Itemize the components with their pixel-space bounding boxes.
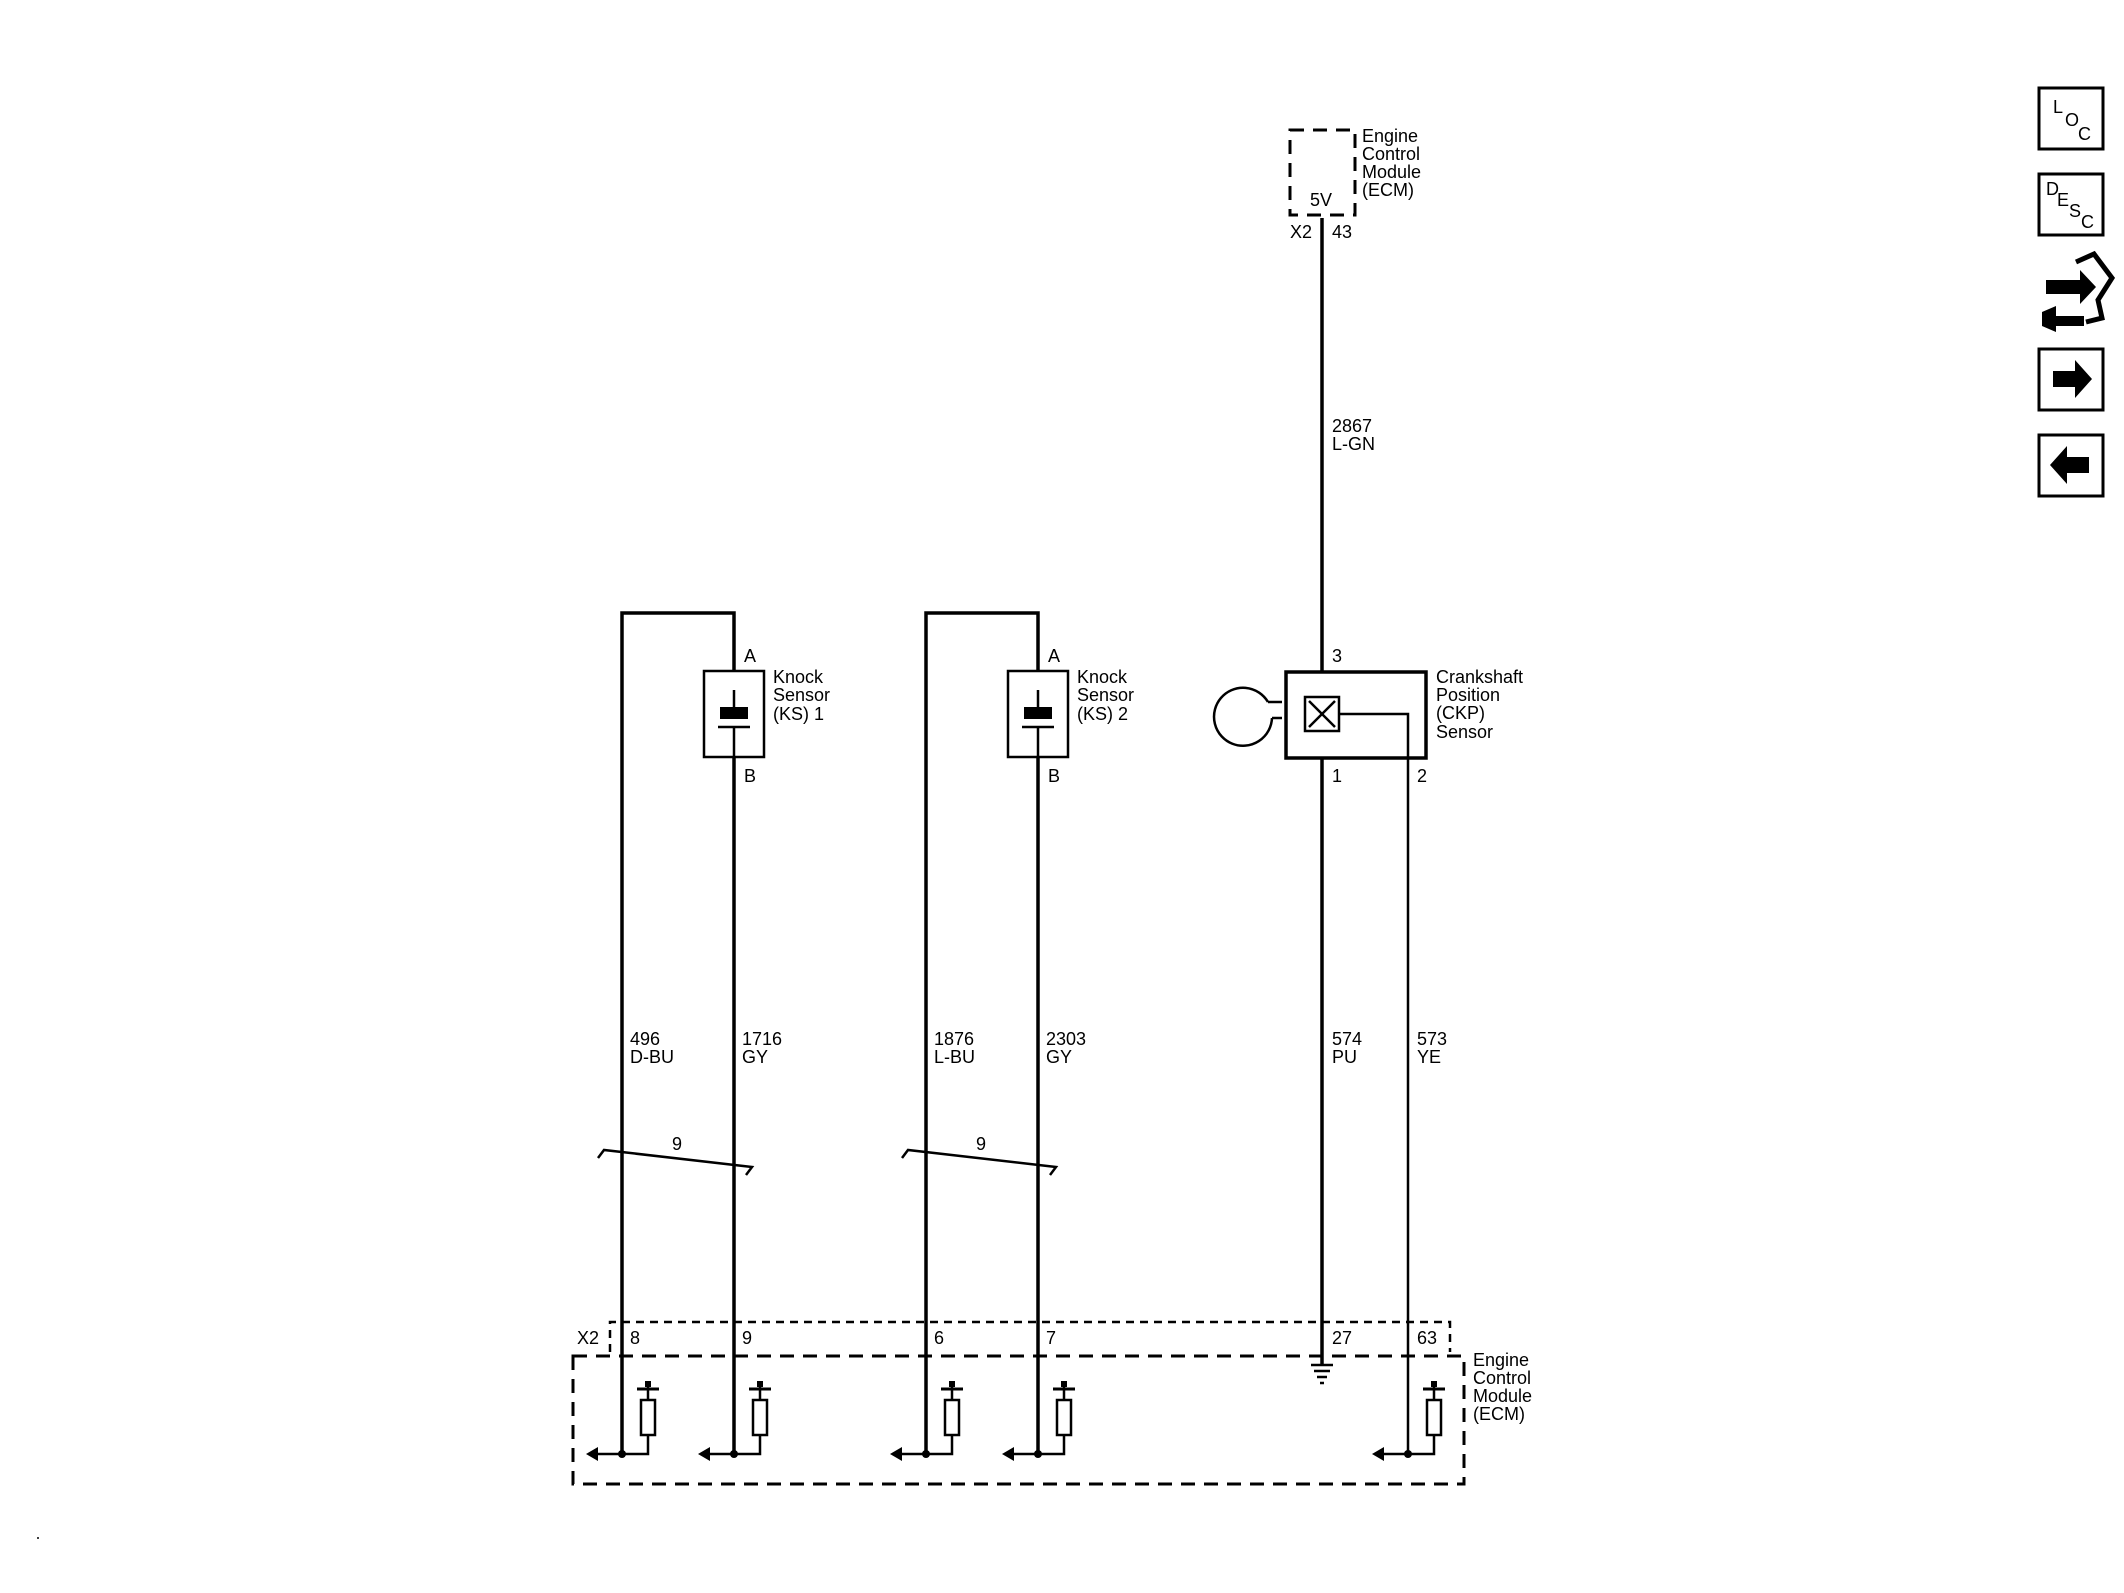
ecm-pin-63: 63	[1417, 1328, 1437, 1348]
loc-letter-o: O	[2065, 110, 2079, 130]
ckp-pin-1: 1	[1332, 766, 1342, 786]
wire-574-color: PU	[1332, 1047, 1357, 1067]
desc-letter-e: E	[2057, 190, 2069, 210]
knock-sensor-2-pin-a: A	[1048, 646, 1060, 666]
desc-letter-s: S	[2069, 201, 2081, 221]
ecm-input-circuit	[890, 1381, 963, 1461]
ecm-top-module: Engine Control Module (ECM) 5V X2 43	[1288, 126, 1421, 242]
wire-496	[620, 611, 736, 1454]
shield-1-label: 9	[672, 1134, 682, 1154]
wire-1876-circuit: 1876	[934, 1029, 974, 1049]
ecm-pin-7: 7	[1046, 1328, 1056, 1348]
ecm-top-title-4: (ECM)	[1362, 180, 1414, 200]
shield-twist-2	[901, 1148, 1059, 1176]
ckp-pin-3: 3	[1332, 646, 1342, 666]
knock-sensor-2-pin-b: B	[1048, 766, 1060, 786]
wire-496-circuit: 496	[630, 1029, 660, 1049]
ecm-bottom-connector: X2	[577, 1328, 599, 1348]
shield-twist-1	[597, 1148, 755, 1176]
ecm-pin-6: 6	[934, 1328, 944, 1348]
loc-letter-l: L	[2053, 97, 2063, 117]
desc-button[interactable]: D E S C	[2037, 172, 2105, 237]
ecm-bottom-outline	[571, 1354, 1466, 1486]
knock-sensor-1-name-2: Sensor	[773, 685, 830, 705]
wire-1876	[924, 611, 1040, 1454]
wire-2867-circuit: 2867	[1332, 416, 1372, 436]
wire-573-color: YE	[1417, 1047, 1441, 1067]
wire-496-color: D-BU	[630, 1047, 674, 1067]
ecm-internal-circuits	[586, 1381, 1445, 1461]
ecm-top-voltage: 5V	[1310, 190, 1332, 210]
ecm-bottom-module: X2 8 9 6 7 27 63 Engine Control Module (…	[571, 1320, 1532, 1486]
ecm-input-circuit	[586, 1381, 659, 1461]
ground-icon	[1311, 1363, 1333, 1385]
wire-2867-color: L-GN	[1332, 434, 1375, 454]
ecm-pin-8: 8	[630, 1328, 640, 1348]
knock-sensor-2-name-3: (KS) 2	[1077, 704, 1128, 724]
wire-573-circuit: 573	[1417, 1029, 1447, 1049]
knock-sensor-2: A B Knock Sensor (KS) 2 1876 L-BU 2303 G…	[901, 611, 1134, 1454]
reluctor-wheel-icon	[1212, 686, 1274, 747]
ckp-name-2: Position	[1436, 685, 1500, 705]
loc-letter-c: C	[2078, 124, 2091, 144]
ecm-bottom-title-3: Module	[1473, 1386, 1532, 1406]
arrow-left-icon[interactable]	[2037, 433, 2105, 498]
wire-1716-color: GY	[742, 1047, 768, 1067]
loc-button[interactable]: L O C	[2037, 86, 2105, 151]
wire-2303-color: GY	[1046, 1047, 1072, 1067]
ecm-pin-9: 9	[742, 1328, 752, 1348]
ecm-top-connector: X2	[1290, 222, 1312, 242]
desc-letter-c: C	[2081, 212, 2094, 232]
ecm-top-title-1: Engine	[1362, 126, 1418, 146]
knock-sensor-1: A B Knock Sensor (KS) 1 496 D-BU 1716 GY…	[597, 611, 830, 1454]
knock-sensor-2-name-2: Sensor	[1077, 685, 1134, 705]
ecm-input-circuit	[1002, 1381, 1075, 1461]
wire-1716-circuit: 1716	[742, 1029, 782, 1049]
ecm-pin-27: 27	[1332, 1328, 1352, 1348]
shield-2-label: 9	[976, 1134, 986, 1154]
ckp-sensor-body	[1284, 670, 1428, 760]
ecm-input-circuit	[698, 1381, 771, 1461]
ecm-top-title-2: Control	[1362, 144, 1420, 164]
knock-sensor-1-pin-b: B	[744, 766, 756, 786]
ecm-bottom-title-4: (ECM)	[1473, 1404, 1525, 1424]
knock-sensor-1-name-3: (KS) 1	[773, 704, 824, 724]
wire-2303-circuit: 2303	[1046, 1029, 1086, 1049]
arrow-right-icon[interactable]	[2037, 347, 2105, 412]
ckp-name-4: Sensor	[1436, 722, 1493, 742]
ckp-name-1: Crankshaft	[1436, 667, 1523, 687]
ecm-top-title-3: Module	[1362, 162, 1421, 182]
ecm-bottom-title-2: Control	[1473, 1368, 1531, 1388]
knock-sensor-1-name-1: Knock	[773, 667, 824, 687]
wire-1876-color: L-BU	[934, 1047, 975, 1067]
wire-574-circuit: 574	[1332, 1029, 1362, 1049]
ckp-name-3: (CKP)	[1436, 703, 1485, 723]
knock-sensor-1-pin-a: A	[744, 646, 756, 666]
ckp-sensor: 3 1 2 Crankshaft Position (CKP) Sensor 5…	[1212, 646, 1523, 1454]
x2-connector-outline	[608, 1320, 1452, 1352]
speck	[37, 1537, 39, 1539]
knock-sensor-2-name-1: Knock	[1077, 667, 1128, 687]
ecm-input-circuit	[1372, 1381, 1445, 1461]
connector-end-view-icon[interactable]	[2042, 250, 2116, 332]
desc-letter-d: D	[2046, 179, 2059, 199]
ecm-bottom-title-1: Engine	[1473, 1350, 1529, 1370]
ckp-pin-2: 2	[1417, 766, 1427, 786]
ecm-top-pin: 43	[1332, 222, 1352, 242]
